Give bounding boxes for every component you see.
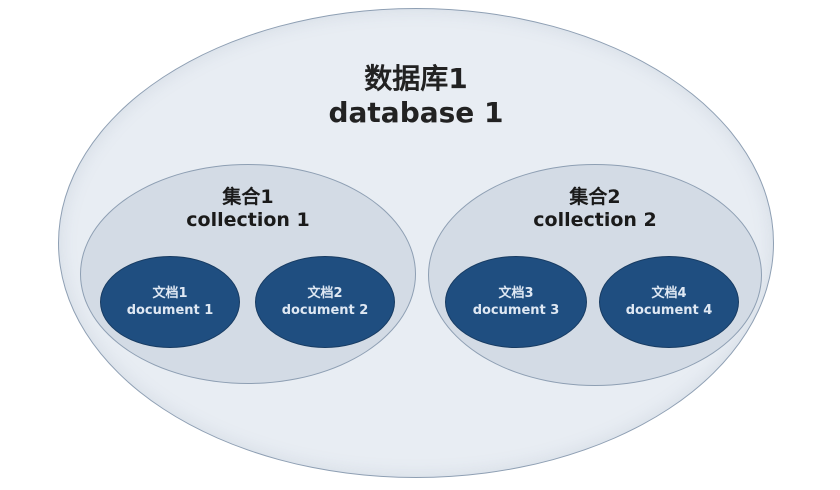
collection-label-en: collection 1 <box>186 209 310 231</box>
document-ellipse-3 <box>445 256 587 348</box>
collection-label-en: collection 2 <box>533 209 657 231</box>
document-label-2: 文档2 document 2 <box>282 285 369 319</box>
document-label-en: document 4 <box>625 303 713 318</box>
document-label-cn: 文档1 <box>152 286 188 301</box>
database-label: 数据库1 database 1 <box>328 62 503 130</box>
document-label-4: 文档4 document 4 <box>626 285 713 319</box>
document-label-cn: 文档3 <box>498 286 534 301</box>
document-label-cn: 文档4 <box>651 286 687 301</box>
database-label-en: database 1 <box>328 96 504 129</box>
document-label-3: 文档3 document 3 <box>473 285 560 319</box>
document-label-en: document 3 <box>472 303 560 318</box>
document-label-en: document 1 <box>126 303 214 318</box>
collection-label-1: 集合1 collection 1 <box>186 186 310 232</box>
database-label-cn: 数据库1 <box>364 62 468 95</box>
collection-label-cn: 集合1 <box>222 186 274 208</box>
collection-label-cn: 集合2 <box>569 186 621 208</box>
collection-label-2: 集合2 collection 2 <box>533 186 657 232</box>
document-ellipse-1 <box>100 256 240 348</box>
document-label-cn: 文档2 <box>307 286 343 301</box>
document-ellipse-2 <box>255 256 395 348</box>
document-ellipse-4 <box>599 256 739 348</box>
document-label-en: document 2 <box>281 303 369 318</box>
document-label-1: 文档1 document 1 <box>127 285 214 319</box>
